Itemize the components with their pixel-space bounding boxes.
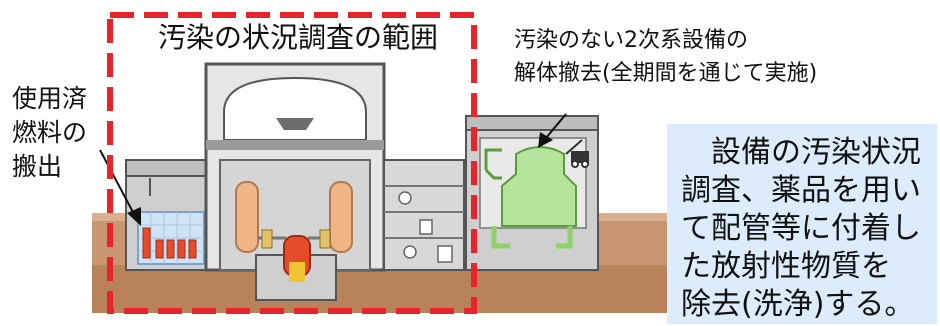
operating-floor xyxy=(206,140,384,150)
note-line: 除去(洗浄)する。 xyxy=(681,287,915,322)
auxiliary-equipment xyxy=(398,191,453,263)
auxiliary-floors xyxy=(384,185,464,239)
secondary-drain-pipes xyxy=(491,226,573,249)
spent-fuel-label-line: 使用済 xyxy=(12,84,88,113)
note-line: て配管等に付着し xyxy=(681,211,921,246)
contamination-scope-frame xyxy=(107,12,477,314)
note-line: 調査、薬品を用い xyxy=(681,173,921,208)
decontamination-note-box: 設備の汚染状況 調査、薬品を用い て配管等に付着し た放射性物質を 除去(洗浄)… xyxy=(667,124,937,324)
containment-dome xyxy=(223,76,367,141)
contamination-scope-label: 汚染の状況調査の範囲 xyxy=(158,21,439,54)
steam-generator-right xyxy=(329,181,353,253)
secondary-label-line: 解体撤去(全期間を通じて実施) xyxy=(514,61,818,86)
spent-fuel-removal-label: 使用済 燃料の 搬出 xyxy=(12,82,87,184)
fuel-building-roof xyxy=(125,159,215,177)
secondary-turbine-unit xyxy=(501,146,577,227)
secondary-equipment-label: 汚染のない2次系設備の 解体撤去(全期間を通じて実施) xyxy=(514,24,817,90)
spent-fuel-label-line: 燃料の xyxy=(12,118,88,147)
ground-deep xyxy=(92,265,692,313)
fuel-transfer-arrow xyxy=(99,149,135,215)
spent-fuel-assemblies xyxy=(142,227,197,259)
secondary-label-line: 汚染のない2次系設備の xyxy=(514,28,748,53)
dismantling-machine xyxy=(565,139,589,168)
fuel-transfer-arrowhead xyxy=(127,207,141,226)
pump-left xyxy=(261,229,273,249)
spent-fuel-label-line: 搬出 xyxy=(12,152,63,181)
reactor-core xyxy=(289,262,305,282)
turbine-building-roof xyxy=(465,115,599,131)
dismantling-arrow xyxy=(545,113,567,139)
secondary-feedwater-pipe xyxy=(484,148,502,180)
note-line: 設備の汚染状況 xyxy=(681,135,921,170)
pump-right xyxy=(319,229,331,249)
note-line: た放射性物質を xyxy=(681,249,891,284)
dismantling-arrowhead xyxy=(538,132,553,148)
polar-crane xyxy=(276,118,314,130)
steam-generator-left xyxy=(235,181,259,253)
